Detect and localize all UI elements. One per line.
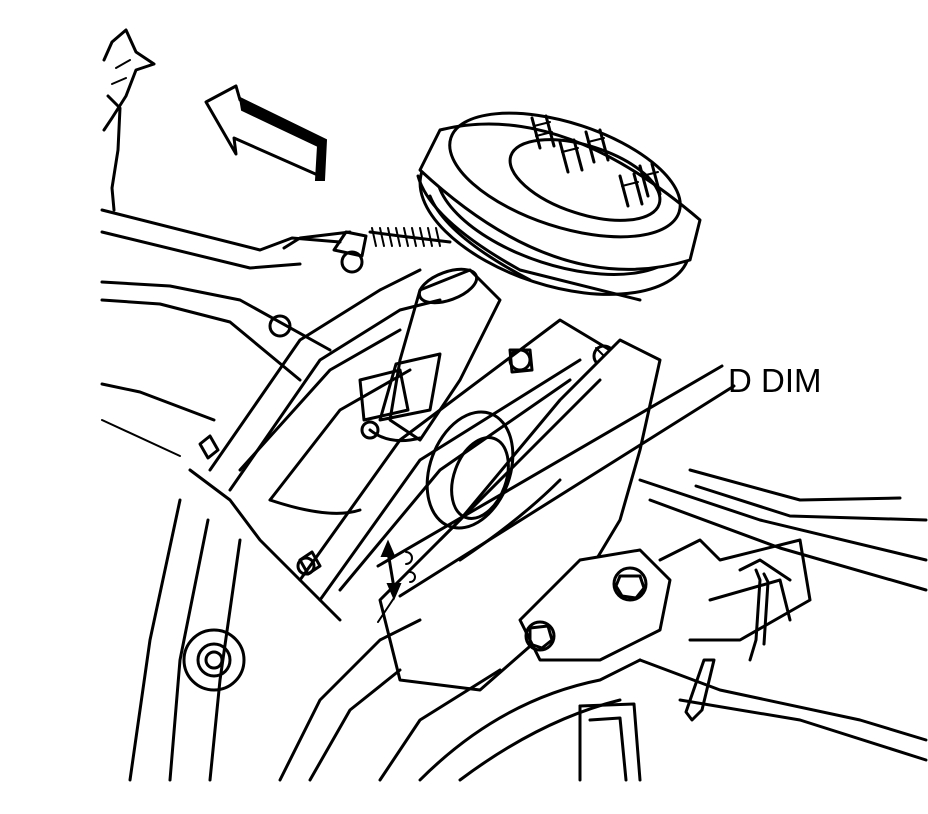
- shock-absorber: [358, 267, 502, 443]
- direction-arrow-icon: [204, 84, 328, 181]
- brake-cable-spring: [282, 227, 452, 274]
- upper-control-arm: [208, 268, 442, 515]
- callout-label-d-dim: D DIM: [728, 362, 822, 399]
- fastener-nuts: [198, 314, 534, 576]
- brake-drum-hub: [416, 111, 702, 302]
- knuckle-housing: [378, 338, 662, 692]
- bottom-subframe: [578, 658, 928, 782]
- right-bracket: [658, 538, 812, 722]
- frame-rails: [100, 208, 928, 592]
- upper-left-bracket: [102, 28, 156, 212]
- callout-leader-lines: [376, 364, 736, 598]
- trailing-arm: [418, 548, 672, 782]
- lower-control-arm: [128, 468, 502, 782]
- lateral-link: [296, 318, 616, 602]
